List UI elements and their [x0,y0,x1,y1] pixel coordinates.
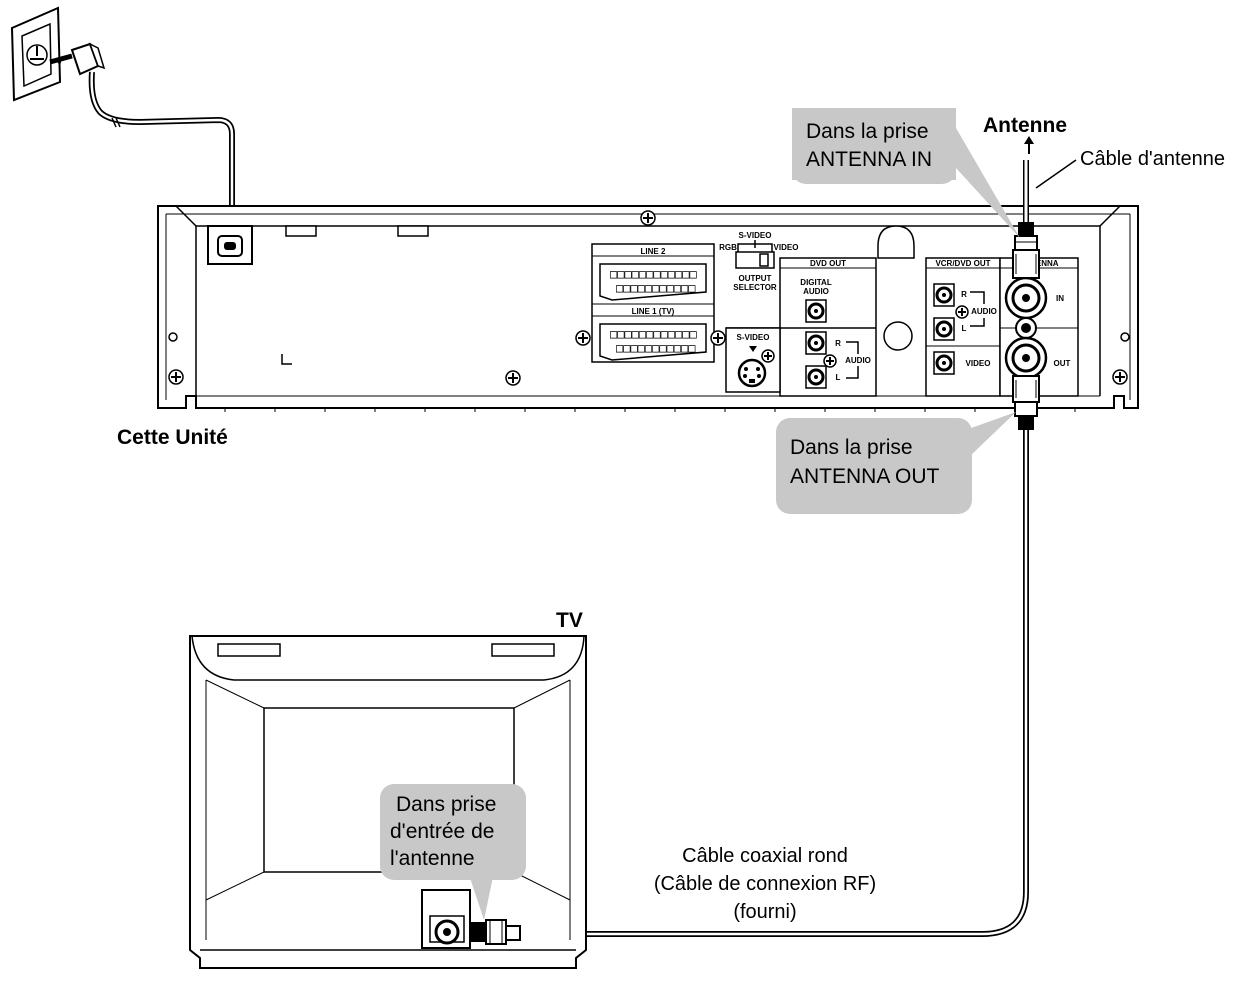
antenna-out-label: OUT [1054,359,1071,368]
scart-line2-connector: □□□□□□□□□□□□ □□□□□□□□□□□ [599,263,707,301]
screw-icon [575,330,591,346]
selector-label: SELECTOR [733,283,777,292]
line1-label: LINE 1 (TV) [632,307,675,316]
vcr-audio-label: AUDIO [971,307,997,316]
antenna-out-jack [1004,336,1048,380]
coax-cable-label: Câble coaxial rond (Câble de connexion R… [654,845,876,923]
audio-r-jack [805,331,827,355]
output-label: OUTPUT [739,274,772,283]
coax-label-line2: (Câble de connexion RF) [654,873,876,895]
s-video-switch-label: S-VIDEO [739,231,772,240]
screw-icon [168,369,184,385]
scart-pins-row: □□□□□□□□□□□□ [610,327,697,341]
vcr-video-jack [933,351,955,375]
vcr-video-label: VIDEO [966,359,991,368]
coax-cable [520,375,1040,937]
callout-antenna-out: Dans la prise ANTENNA OUT [776,412,1016,514]
scart-pins-row: □□□□□□□□□□□□ [610,267,697,281]
digital-audio-jack [805,299,827,323]
vcr-audio-r-label: R [961,290,967,299]
output-selector-switch: S-VIDEO RGB VIDEO OUTPUT SELECTOR [719,231,798,292]
callout-antenna-in-line2: ANTENNA IN [806,148,932,171]
screw-icon [710,330,726,346]
callout-tv-input-line3: l'antenne [390,847,475,870]
antenna-in-jack [1004,276,1048,320]
antenna-cable [1012,160,1040,279]
digital-label: DIGITAL [800,278,832,287]
antenna-label: Antenne [983,114,1067,137]
vcr-dvd-out-block: VCR/DVD OUT R L AUDIO VIDEO [925,257,1001,397]
s-video-block: S-VIDEO [725,327,781,393]
callout-antenna-in-line1: Dans la prise [806,120,929,143]
scart-pins-row: □□□□□□□□□□□ [616,281,695,295]
screw-icon [823,354,837,368]
tv-label: TV [556,609,583,632]
antenna-in-label: IN [1056,294,1064,303]
antenna-cable-label: Câble d'antenne [1080,148,1225,170]
coax-label-line3: (fourni) [733,901,796,923]
dvd-out-label: DVD OUT [810,259,846,268]
antenna-block: ANTENNA IN OUT [999,257,1079,397]
scart-pins-row: □□□□□□□□□□□ [616,341,695,355]
video-switch-label: VIDEO [774,243,799,252]
callout-antenna-out-line2: ANTENNA OUT [790,465,940,488]
vcr-audio-r-jack [933,283,955,307]
callout-antenna-out-line1: Dans la prise [790,436,913,459]
screw-icon [640,210,656,226]
unit-label: Cette Unité [117,426,228,449]
s-video-label: S-VIDEO [737,333,770,342]
callout-tv-input: Dans prise d'entrée de l'antenne [380,784,526,920]
vcr-audio-l-jack [933,317,955,341]
power-plug [49,42,106,76]
tv-coax-plug [470,919,521,945]
screw-icon [1112,369,1128,385]
vcr-dvd-out-label: VCR/DVD OUT [935,259,990,268]
screw-icon [955,305,969,319]
vcr-audio-l-label: L [962,324,967,333]
callout-tv-input-line2: d'entrée de [390,820,494,843]
antenna-jack-nut [1015,317,1037,339]
audio-label: AUDIO [845,356,871,365]
audio-r-label: R [835,339,841,348]
callout-tv-input-line1: Dans prise [396,793,496,816]
screw-icon [505,370,521,386]
line2-label: LINE 2 [641,247,666,256]
dvd-out-block: DVD OUT DIGITAL AUDIO R L AUDIO [726,257,877,397]
rgb-label: RGB [719,243,737,252]
tv-antenna-input [421,889,471,949]
digital-audio-label: AUDIO [803,287,829,296]
scart-line1-connector: □□□□□□□□□□□□ □□□□□□□□□□□ [599,323,707,361]
audio-l-jack [805,365,827,389]
wall-outlet [10,6,62,102]
audio-l-label: L [836,373,841,382]
antenna-arrow-icon [1024,136,1034,154]
s-video-jack [737,358,767,388]
callout-antenna-in: Dans la prise ANTENNA IN [792,108,1020,238]
screw-icon [761,349,775,363]
coax-label-line1: Câble coaxial rond [682,845,848,867]
scart-block: LINE 2 LINE 1 (TV) □□□□□□□□□□□□ □□□□□□□□… [575,243,726,363]
